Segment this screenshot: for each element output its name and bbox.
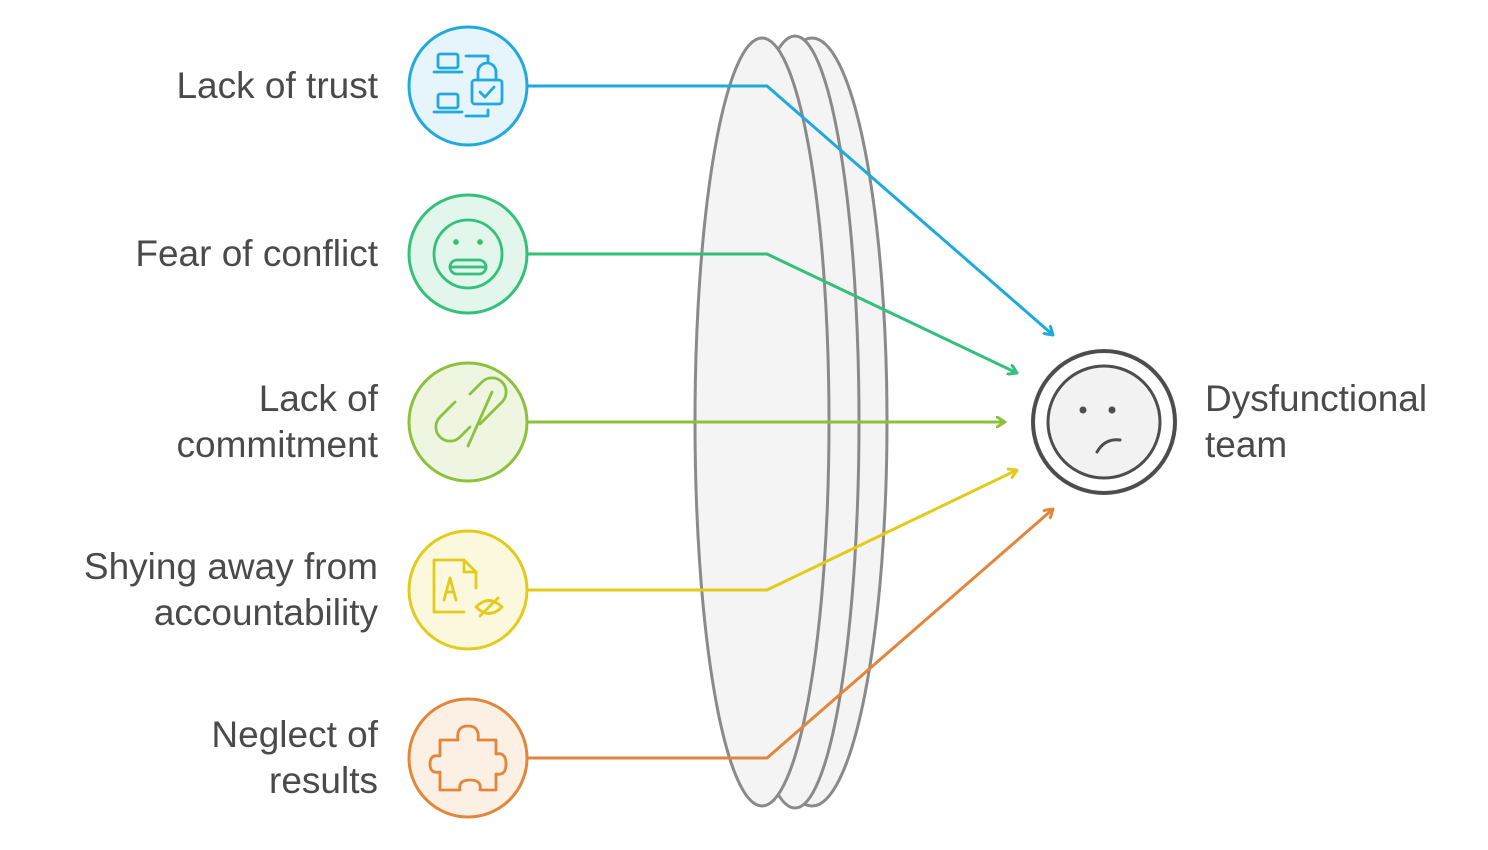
cause-node-lack-of-trust (407, 25, 529, 147)
puzzle-piece-icon (428, 724, 508, 792)
cause-node-accountability (407, 529, 529, 651)
connector-neglect-of-results (528, 509, 1053, 760)
grimace-face-icon (432, 218, 504, 290)
hidden-document-icon (432, 558, 504, 618)
cause-label-neglect-of-results: Neglect of results (211, 714, 378, 801)
cause-node-lack-of-commitment (407, 361, 529, 483)
cause-label-lack-of-trust: Lack of trust (176, 65, 378, 106)
laptops-lock-icon (432, 52, 504, 118)
connector-fear-of-conflict (528, 252, 1017, 373)
cause-label-accountability: Shying away from accountability (83, 546, 378, 633)
cause-label-fear-of-conflict: Fear of conflict (135, 233, 378, 274)
broken-link-icon (434, 376, 508, 448)
connectors (528, 84, 1053, 760)
cause-label-lack-of-commitment: Lack of commitment (176, 378, 378, 465)
outcome-label: Dysfunctional team (1205, 378, 1428, 465)
cause-node-neglect-of-results (407, 697, 529, 819)
frown-face-icon (1079, 406, 1122, 454)
outcome-node (1031, 349, 1177, 495)
cause-node-fear-of-conflict (407, 193, 529, 315)
connector-lack-of-trust (528, 84, 1053, 335)
connector-accountability (528, 470, 1017, 592)
